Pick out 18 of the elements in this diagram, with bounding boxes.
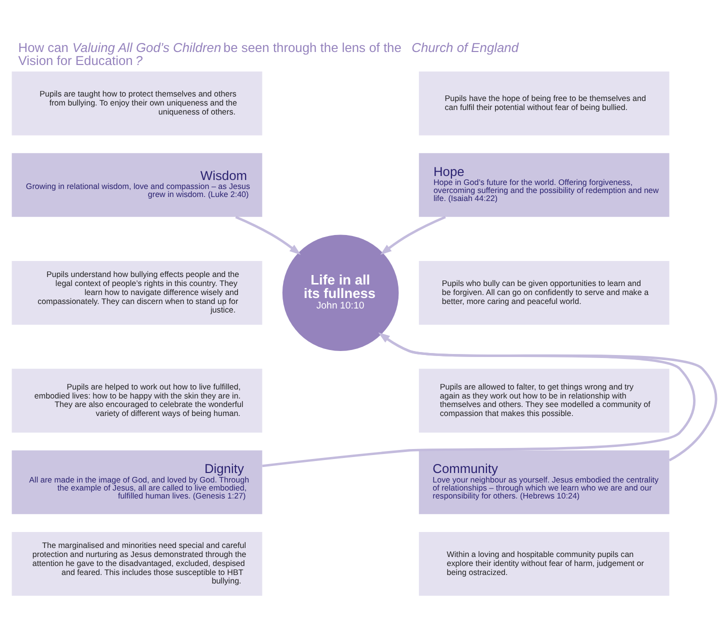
arrow (262, 332, 696, 468)
node-box: Pupils understand how bullying effects people and the legal context of people’s rights in this country. They learn how to navigate difference wisely and compassionately. They can discern when to stand up for justice. (12, 260, 262, 325)
node-box: Within a loving and hospitable community pupils can explore their identity without fear of harm, judgement or being ostracized. (418, 532, 670, 596)
arrow (378, 332, 718, 462)
node-box: Community Love your neighbour as yourself. Jesus embodied the centrality of relationships – through which we learn who we are and our responsibility for others. (Hebrews 10:24) (418, 450, 670, 514)
node-box: Dignity All are made in the image of God, and loved by God. Through the example of Jesus, all are called to live embodied, fulfilled human lives. (Genesis 1:27) (12, 450, 262, 514)
node-box: The marginalised and minorities need special and careful protection and nurturing as Jesus demonstrated through the attention he gave to the disadvantaged, excluded, despised and feared. This includes those susceptible to HBT bullying. (12, 532, 262, 596)
node-box: Pupils are allowed to falter, to get things wrong and try again as they work out how to be in relationship with themselves and others. They see modelled a community of compassion that makes this possible. (418, 368, 670, 433)
node-box: Wisdom Growing in relational wisdom, love and compassion – as Jesus grew in wisdom. (Luke 2:40) (12, 153, 262, 217)
arrow (380, 216, 446, 255)
node-box: Pupils have the hope of being free to be themselves and can fulfil their potential without fear of being bullied. (418, 72, 670, 136)
node-box: Pupils who bully can be given opportunities to learn and be forgiven. All can go on confidently to serve and make a better, more caring and peaceful world. (418, 260, 670, 325)
node-circle: Life in all its fullness John 10:10 (282, 234, 399, 352)
node-box: Pupils are helped to work out how to live fulfilled, embodied lives: how to be happy with the skin they are in. They are also encouraged to celebrate the wonderful variety of different ways of being human. (12, 368, 262, 433)
diagram-title: How can Valuing All God’s Children be seen through the lens of the Church of England Vision for Education? (18, 40, 519, 68)
arrow (235, 216, 301, 255)
node-box: Pupils are taught how to protect themselves and others from bullying. To enjoy their own uniqueness and the uniqueness of others. (12, 72, 262, 136)
node-box: Hope Hope in God’s future for the world. Offering forgiveness, overcoming suffering and the possibility of redemption and new life. (Isaiah 44:22) (418, 153, 670, 217)
